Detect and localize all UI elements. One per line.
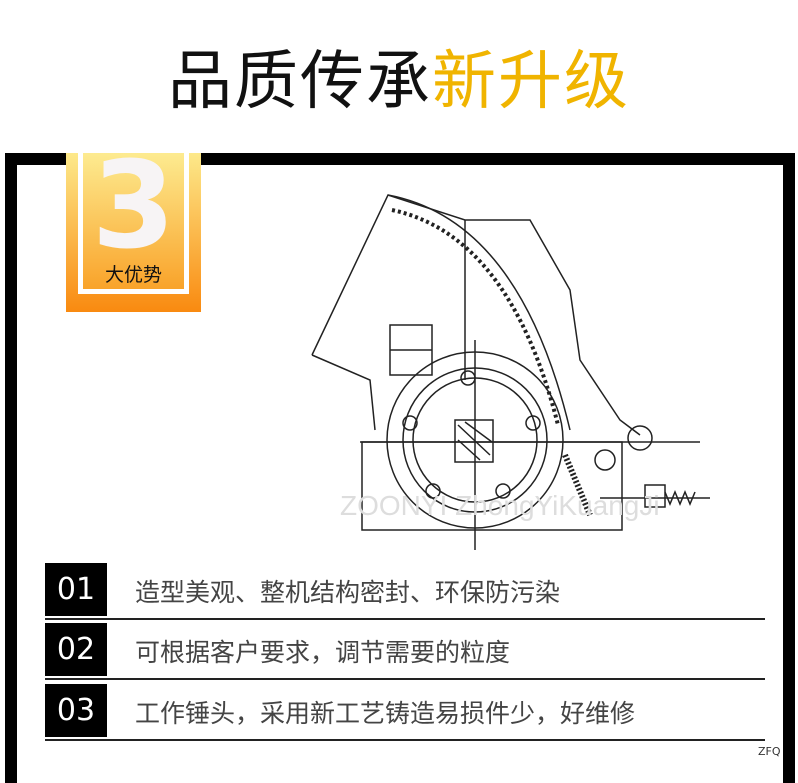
feature-number: 01: [45, 563, 107, 616]
badge-inner: 3 大优势: [78, 153, 189, 294]
badge-number: 3: [91, 153, 176, 261]
title-main: 品质传承: [168, 45, 432, 119]
badge-label: 大优势: [104, 264, 162, 286]
feature-row: 03 工作锤头，采用新工艺铸造易损件少，好维修: [45, 684, 765, 741]
frame-border-left: [5, 153, 17, 783]
crusher-diagram: ZOONYI ZhongYiKuangJi: [311, 194, 710, 550]
frame-border-right: [783, 153, 795, 783]
title-highlight: 新升级: [432, 45, 630, 119]
product-code: ZFQ: [758, 745, 781, 758]
feature-text: 造型美观、整机结构密封、环保防污染: [135, 578, 561, 607]
feature-row: 02 可根据客户要求，调节需要的粒度: [45, 623, 765, 680]
watermark: ZOONYI ZhongYiKuangJi: [340, 490, 660, 521]
feature-text: 可根据客户要求，调节需要的粒度: [135, 638, 511, 667]
feature-number: 03: [45, 684, 107, 737]
feature-number: 02: [45, 623, 107, 676]
feature-row: 01 造型美观、整机结构密封、环保防污染: [45, 563, 765, 620]
frame-border-top: [5, 153, 795, 165]
advantage-badge: 3 大优势: [66, 153, 201, 312]
page-title: 品质传承新升级: [0, 30, 798, 122]
feature-text: 工作锤头，采用新工艺铸造易损件少，好维修: [135, 699, 636, 728]
